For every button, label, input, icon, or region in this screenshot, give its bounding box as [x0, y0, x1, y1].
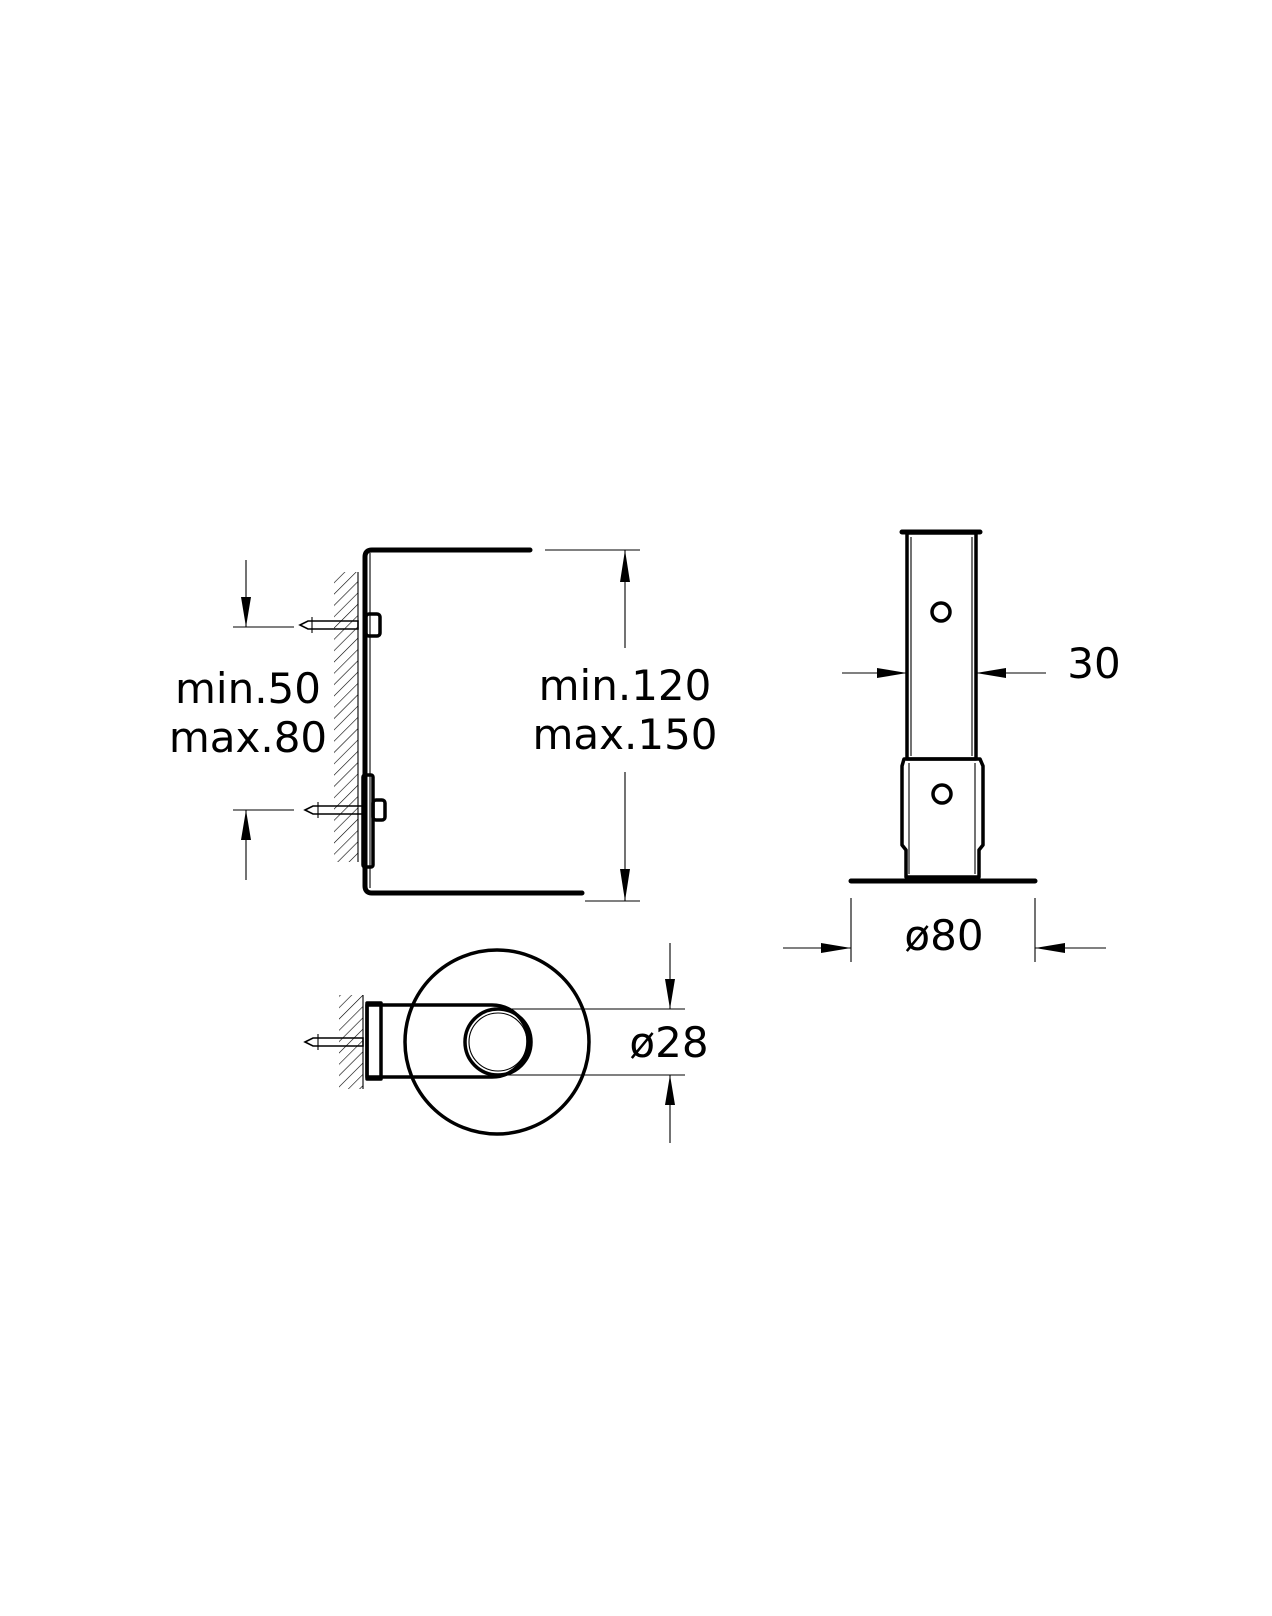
projection-dimension — [545, 549, 640, 902]
tube-width-label: 30 — [1067, 639, 1120, 688]
top-view-screw — [303, 1037, 364, 1047]
lower-screw-hole — [931, 783, 953, 805]
roll-bar-circle — [463, 1007, 533, 1077]
rosette-diameter-label: ø80 — [904, 911, 983, 960]
top-fixing — [298, 612, 382, 638]
front-view: 30 ø80 — [783, 529, 1121, 962]
holder-arm — [365, 1003, 530, 1079]
wall-hatch-top — [339, 995, 363, 1089]
tube-width-dimension — [842, 668, 1046, 678]
upper-screw-hole — [930, 601, 952, 623]
projection-min-label: min.120 — [539, 661, 712, 710]
bottom-fixing — [303, 773, 387, 869]
roll-bar-diameter-label: ø28 — [629, 1018, 708, 1067]
fixing-distance-max-label: max.80 — [169, 713, 327, 762]
holder-bracket — [362, 547, 585, 896]
upper-tube — [905, 531, 978, 761]
wall-hatch-side — [334, 572, 358, 862]
fixing-distance-dimension — [233, 560, 294, 880]
rosette-circle — [403, 948, 591, 1136]
rosette-diameter-dimension — [783, 898, 1106, 962]
projection-max-label: max.150 — [532, 710, 717, 759]
fixing-distance-min-label: min.50 — [175, 664, 321, 713]
roll-bar-diameter-dimension — [498, 943, 685, 1143]
lower-sleeve — [900, 757, 985, 879]
side-view: min.50 max.80 min.120 max.150 — [169, 547, 718, 902]
top-view: ø28 — [303, 943, 709, 1143]
